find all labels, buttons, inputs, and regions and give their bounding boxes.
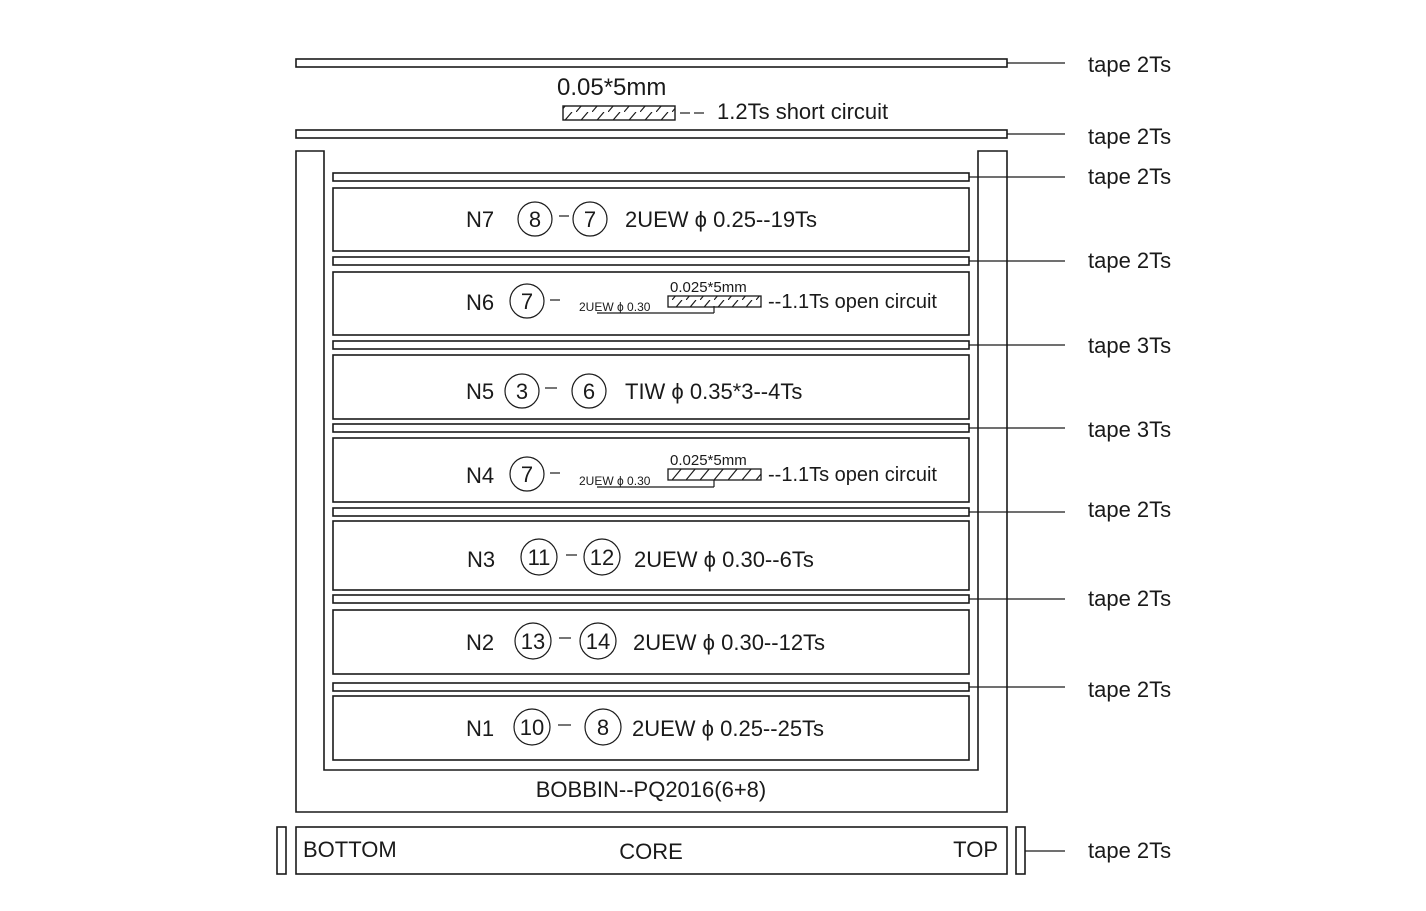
pin-number: 12: [590, 545, 614, 570]
interlayer-tape: [332, 340, 970, 350]
winding-n4: N4 7 2UEW ϕ 0.30 0.025*5mm --1.1Ts open …: [332, 437, 970, 503]
tape-label: tape 2Ts: [1088, 124, 1171, 149]
outer-tape-top: [295, 58, 1008, 68]
tape-label: tape 3Ts: [1088, 333, 1171, 358]
winding-spec: 2UEW ϕ 0.30--6Ts: [634, 547, 814, 572]
wire-spec: 2UEW ϕ 0.30: [579, 300, 651, 314]
winding-n2: N2 13 14 2UEW ϕ 0.30--12Ts: [332, 609, 970, 675]
winding-name: N1: [466, 716, 494, 741]
winding-note: --1.1Ts open circuit: [768, 464, 937, 486]
winding-n1: N1 10 8 2UEW ϕ 0.25--25Ts: [332, 695, 970, 761]
bobbin-label: BOBBIN--PQ2016(6+8): [536, 777, 766, 802]
tape-label: tape 3Ts: [1088, 417, 1171, 442]
winding-name: N4: [466, 463, 494, 488]
tape-label: tape 2Ts: [1088, 586, 1171, 611]
winding-name: N2: [466, 630, 494, 655]
tape-label: tape 2Ts: [1088, 677, 1171, 702]
tape-label: tape 2Ts: [1088, 497, 1171, 522]
winding-spec: TIW ϕ 0.35*3--4Ts: [625, 379, 802, 404]
core-bottom-label: BOTTOM: [303, 837, 397, 862]
core-right-tape: [1015, 826, 1026, 875]
winding-spec: 2UEW ϕ 0.30--12Ts: [633, 630, 825, 655]
interlayer-tape: [332, 423, 970, 433]
pin-number: 8: [529, 207, 541, 232]
pin-number: 10: [520, 715, 544, 740]
pin-number: 6: [583, 379, 595, 404]
shield-foil: [562, 105, 676, 121]
foil-size: 0.025*5mm: [670, 452, 747, 469]
winding-spec: 2UEW ϕ 0.25--25Ts: [632, 716, 824, 741]
outer-tape-second: [295, 129, 1008, 139]
winding-spec: 2UEW ϕ 0.25--19Ts: [625, 207, 817, 232]
pin-number: 3: [516, 379, 528, 404]
winding-n3: N3 11 12 2UEW ϕ 0.30--6Ts: [332, 520, 970, 591]
winding-name: N6: [466, 290, 494, 315]
interlayer-tape: [332, 594, 970, 604]
interlayer-tape: [332, 256, 970, 266]
winding-n5: N5 3 6 TIW ϕ 0.35*3--4Ts: [332, 354, 970, 420]
winding-n7: N7 8 7 2UEW ϕ 0.25--19Ts: [332, 187, 970, 252]
bobbin-outer: [295, 150, 1008, 813]
pin-number: 11: [528, 545, 551, 570]
pin-number: 7: [521, 462, 533, 487]
tape-label: tape 2Ts: [1088, 52, 1171, 77]
winding-name: N3: [467, 547, 495, 572]
pin-number: 14: [586, 629, 610, 654]
shield-note: 1.2Ts short circuit: [717, 99, 888, 124]
core-left-tape: [276, 826, 287, 875]
wire-spec: 2UEW ϕ 0.30: [579, 474, 651, 488]
shield-foil: [667, 468, 762, 481]
pin-number: 13: [521, 629, 545, 654]
core-top-label: TOP: [953, 837, 998, 862]
core-center-label: CORE: [619, 839, 683, 864]
foil-size: 0.025*5mm: [670, 279, 747, 296]
winding-name: N5: [466, 379, 494, 404]
pin-number: 7: [584, 207, 596, 232]
winding-note: --1.1Ts open circuit: [768, 291, 937, 313]
pin-number: 7: [521, 289, 533, 314]
pin-number: 8: [597, 715, 609, 740]
tape-label: tape 2Ts: [1088, 838, 1171, 863]
shield-size-label: 0.05*5mm: [557, 74, 666, 101]
core-body: [295, 826, 1008, 875]
tape-label: tape 2Ts: [1088, 164, 1171, 189]
winding-n6: N6 7 2UEW ϕ 0.30 0.025*5mm --1.1Ts open …: [332, 271, 970, 336]
interlayer-tape: [332, 507, 970, 517]
interlayer-tape: [332, 172, 970, 182]
shield-foil: [667, 295, 762, 308]
winding-name: N7: [466, 207, 494, 232]
tape-label: tape 2Ts: [1088, 248, 1171, 273]
interlayer-tape: [332, 682, 970, 692]
